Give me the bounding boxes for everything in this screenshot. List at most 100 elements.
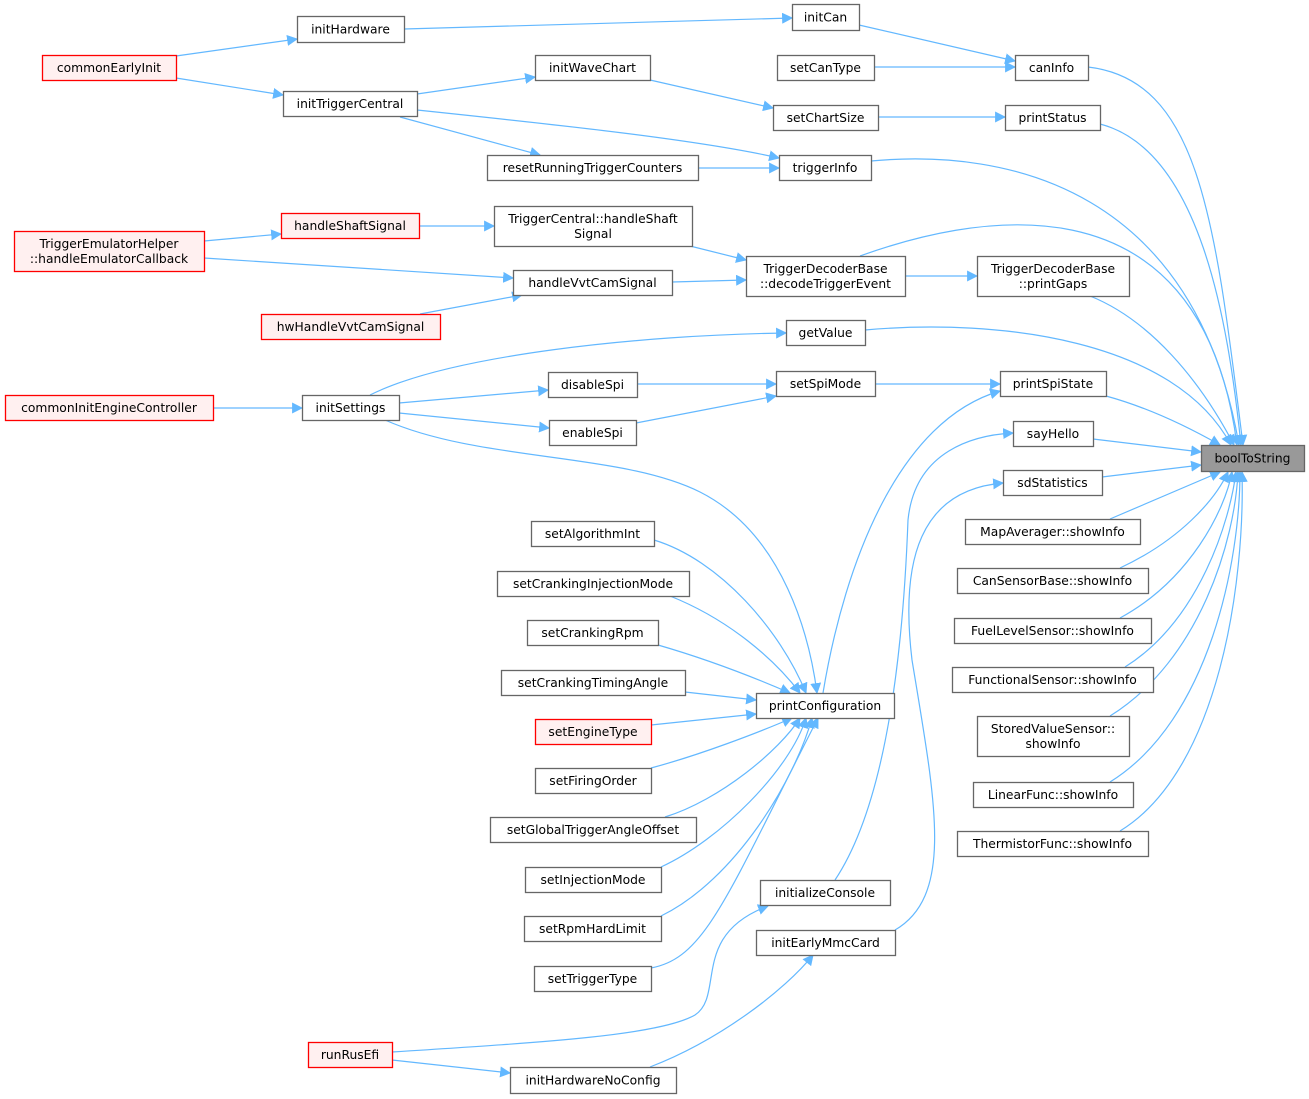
node-printGaps[interactable]: TriggerDecoderBase::printGaps	[976, 255, 1131, 298]
node-setCanType[interactable]: setCanType	[776, 54, 876, 82]
node-sayHello[interactable]: sayHello	[1012, 420, 1095, 448]
node-setCrankingRpm[interactable]: setCrankingRpm	[526, 619, 660, 647]
node-box	[775, 370, 877, 398]
node-box	[778, 154, 873, 182]
node-label: setInjectionMode	[540, 873, 645, 887]
node-disableSpi[interactable]: disableSpi	[547, 371, 639, 399]
node-triggerInfo[interactable]: triggerInfo	[778, 154, 873, 182]
node-label: sayHello	[1027, 427, 1079, 441]
call-edge-initSettings-to-enableSpi	[398, 412, 551, 433]
node-box	[1012, 420, 1095, 448]
node-enableSpi[interactable]: enableSpi	[548, 419, 638, 447]
node-linearFuncShowInfo[interactable]: LinearFunc::showInfo	[972, 781, 1135, 809]
node-hwHandleVvtCamSignal[interactable]: hwHandleVvtCamSignal	[260, 313, 442, 341]
node-box	[548, 419, 638, 447]
node-getValue[interactable]: getValue	[785, 319, 867, 347]
node-box	[307, 1041, 394, 1069]
node-initEarlyMmcCard[interactable]: initEarlyMmcCard	[755, 929, 897, 957]
node-handleEmulatorCallback[interactable]: TriggerEmulatorHelper::handleEmulatorCal…	[13, 230, 206, 273]
node-functionalSensorShowInfo[interactable]: FunctionalSensor::showInfo	[951, 666, 1155, 694]
node-box	[956, 567, 1150, 595]
node-box	[4, 394, 215, 422]
node-setTriggerType[interactable]: setTriggerType	[533, 965, 653, 993]
node-sdStatistics[interactable]: sdStatistics	[1002, 469, 1104, 497]
node-box	[500, 669, 687, 697]
node-setGlobalTriggerAngleOffset[interactable]: setGlobalTriggerAngleOffset	[489, 816, 698, 844]
node-storedValueSensorShowInfo[interactable]: StoredValueSensor::showInfo	[976, 715, 1131, 758]
node-box	[951, 666, 1155, 694]
node-box	[776, 54, 876, 82]
node-box	[1200, 444, 1306, 473]
node-box	[745, 255, 907, 298]
node-label: FuelLevelSensor::showInfo	[971, 624, 1134, 638]
node-initializeConsole[interactable]: initializeConsole	[759, 879, 892, 907]
node-commonInitEngineController[interactable]: commonInitEngineController	[4, 394, 215, 422]
node-label: printConfiguration	[769, 699, 881, 713]
node-setSpiMode[interactable]: setSpiMode	[775, 370, 877, 398]
node-initCan[interactable]: initCan	[791, 3, 861, 32]
node-setInjectionMode[interactable]: setInjectionMode	[524, 866, 663, 894]
node-handleVvtCamSignal[interactable]: handleVvtCamSignal	[512, 269, 674, 297]
node-runRusEfi[interactable]: runRusEfi	[307, 1041, 394, 1069]
node-label: printStatus	[1018, 111, 1086, 125]
node-label: setCrankingInjectionMode	[513, 577, 673, 591]
call-edge-thermistorFuncShowInfo-to-boolToString	[1119, 470, 1248, 832]
call-edge-initHardware-to-initCan	[403, 12, 794, 30]
node-label: initSettings	[316, 401, 386, 415]
call-edge-handleVvtCamSignal-to-decodeTriggerEvent	[671, 274, 748, 286]
node-commonEarlyInit[interactable]: commonEarlyInit	[41, 54, 178, 82]
node-initHardware[interactable]: initHardware	[296, 15, 406, 44]
node-printConfiguration[interactable]: printConfiguration	[755, 692, 896, 720]
node-setCrankingInjectionMode[interactable]: setCrankingInjectionMode	[496, 570, 691, 598]
node-box	[534, 54, 652, 82]
node-box	[972, 781, 1135, 809]
node-box	[964, 518, 1142, 546]
node-tcHandleShaftSignal[interactable]: TriggerCentral::handleShaftSignal	[493, 205, 694, 248]
node-label: ::handleEmulatorCallback	[30, 252, 189, 266]
node-setAlgorithmInt[interactable]: setAlgorithmInt	[530, 520, 656, 548]
node-box	[976, 715, 1131, 758]
node-box	[1014, 54, 1090, 82]
call-edge-initTriggerCentral-to-initWaveChart	[416, 72, 537, 95]
call-edge-initSettings-to-disableSpi	[398, 385, 550, 404]
node-initWaveChart[interactable]: initWaveChart	[534, 54, 652, 82]
node-canInfo[interactable]: canInfo	[1014, 54, 1090, 82]
call-edge-initWaveChart-to-setChartSize	[649, 79, 775, 112]
node-box	[489, 816, 698, 844]
node-setFiringOrder[interactable]: setFiringOrder	[534, 767, 653, 795]
node-initSettings[interactable]: initSettings	[301, 394, 401, 422]
node-box	[509, 1066, 678, 1095]
node-thermistorFuncShowInfo[interactable]: ThermistorFunc::showInfo	[956, 830, 1150, 858]
node-box	[956, 830, 1150, 858]
node-setEngineType[interactable]: setEngineType	[534, 718, 653, 746]
call-edge-setEngineType-to-printConfiguration	[650, 709, 758, 726]
call-edge-initializeConsole-to-sayHello	[834, 428, 1015, 881]
node-boolToString[interactable]: boolToString	[1200, 444, 1306, 473]
node-resetRunningTriggerCounters[interactable]: resetRunningTriggerCounters	[486, 154, 700, 182]
node-initHardwareNoConfig[interactable]: initHardwareNoConfig	[509, 1066, 678, 1095]
node-box	[301, 394, 401, 422]
node-label: initEarlyMmcCard	[771, 936, 880, 950]
node-setCrankingTimingAngle[interactable]: setCrankingTimingAngle	[500, 669, 687, 697]
node-initTriggerCentral[interactable]: initTriggerCentral	[282, 90, 419, 118]
node-label: setSpiMode	[790, 377, 861, 391]
node-label: CanSensorBase::showInfo	[973, 574, 1132, 588]
node-fuelLevelSensorShowInfo[interactable]: FuelLevelSensor::showInfo	[953, 617, 1153, 645]
node-box	[953, 617, 1153, 645]
node-handleShaftSignal[interactable]: handleShaftSignal	[280, 212, 421, 240]
call-edge-setCrankingInjectionMode-to-printConfiguration	[669, 595, 801, 694]
node-label: ::printGaps	[1019, 277, 1087, 291]
call-edge-commonEarlyInit-to-initHardware	[175, 34, 299, 57]
node-mapAveragerShowInfo[interactable]: MapAverager::showInfo	[964, 518, 1142, 546]
node-printStatus[interactable]: printStatus	[1004, 104, 1102, 132]
node-label: setEngineType	[548, 725, 637, 739]
node-decodeTriggerEvent[interactable]: TriggerDecoderBase::decodeTriggerEvent	[745, 255, 907, 298]
node-label: commonInitEngineController	[21, 401, 198, 415]
node-canSensorBaseShowInfo[interactable]: CanSensorBase::showInfo	[956, 567, 1150, 595]
node-setChartSize[interactable]: setChartSize	[772, 104, 880, 132]
call-edge-initSettings-to-getValue	[369, 327, 788, 396]
node-printSpiState[interactable]: printSpiState	[999, 370, 1108, 398]
node-setRpmHardLimit[interactable]: setRpmHardLimit	[523, 915, 663, 943]
node-box	[755, 929, 897, 957]
node-label: commonEarlyInit	[57, 61, 161, 75]
